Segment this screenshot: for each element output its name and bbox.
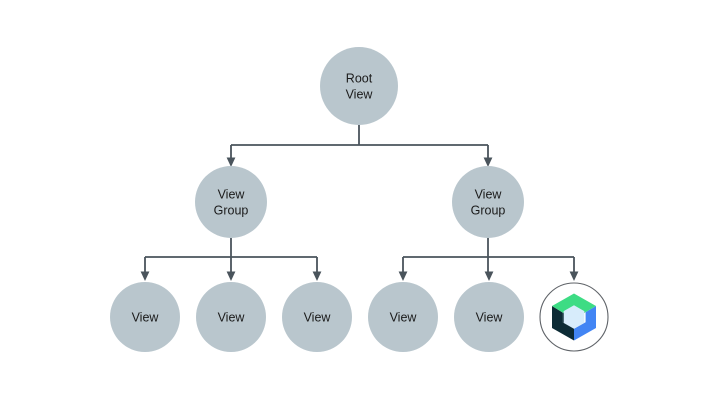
compose-right-face xyxy=(574,306,596,341)
arrowhead-to-view-leaf-5 xyxy=(484,271,494,281)
arrowhead-to-view-leaf-3 xyxy=(312,271,322,281)
node-view-leaf-5[interactable]: View xyxy=(454,282,524,352)
node-root-view[interactable]: Root View xyxy=(320,47,398,125)
view-group-left-label-line2: Group xyxy=(214,203,249,217)
arrowhead-to-compose-leaf xyxy=(569,271,579,281)
view-group-left-label-line1: View xyxy=(218,187,246,201)
root-view-circle[interactable] xyxy=(320,47,398,125)
edge-group-left-to-leaves xyxy=(140,238,322,281)
node-view-leaf-4[interactable]: View xyxy=(368,282,438,352)
jetpack-compose-logo-icon xyxy=(552,293,596,341)
arrowhead-to-view-leaf-2 xyxy=(226,271,236,281)
edge-group-right-to-leaves xyxy=(398,238,579,281)
root-view-label-line2: View xyxy=(346,87,374,101)
node-view-group-right[interactable]: View Group xyxy=(452,166,524,238)
root-view-label-line1: Root xyxy=(346,71,373,85)
compose-top-face xyxy=(552,293,596,313)
node-compose-leaf[interactable] xyxy=(539,282,609,352)
view-group-left-circle[interactable] xyxy=(195,166,267,238)
view-leaf-4-circle[interactable] xyxy=(368,282,438,352)
compose-left-face xyxy=(552,306,574,341)
edge-root-to-viewgroups-bus xyxy=(230,125,489,158)
view-leaf-2-label: View xyxy=(218,310,246,324)
node-view-leaf-2[interactable]: View xyxy=(196,282,266,352)
view-group-right-circle[interactable] xyxy=(452,166,524,238)
compose-inner-hexagon xyxy=(563,305,585,329)
edge-left-group-bus xyxy=(144,238,318,272)
arrowhead-to-view-group-right xyxy=(483,157,493,167)
node-view-leaf-1[interactable]: View xyxy=(110,282,180,352)
node-view-group-left[interactable]: View Group xyxy=(195,166,267,238)
view-leaf-1-label: View xyxy=(132,310,160,324)
view-group-right-label-line1: View xyxy=(475,187,503,201)
edge-right-group-bus xyxy=(402,238,575,272)
arrowhead-to-view-leaf-4 xyxy=(398,271,408,281)
view-group-right-label-line2: Group xyxy=(471,203,506,217)
view-leaf-4-label: View xyxy=(390,310,418,324)
view-leaf-1-circle[interactable] xyxy=(110,282,180,352)
view-leaf-2-circle[interactable] xyxy=(196,282,266,352)
node-view-leaf-3[interactable]: View xyxy=(282,282,352,352)
view-leaf-3-circle[interactable] xyxy=(282,282,352,352)
view-leaf-5-label: View xyxy=(476,310,504,324)
view-leaf-5-circle[interactable] xyxy=(454,282,524,352)
arrowhead-to-view-leaf-1 xyxy=(140,271,150,281)
view-leaf-3-label: View xyxy=(304,310,332,324)
arrowhead-to-view-group-left xyxy=(226,157,236,167)
edge-group-root-to-viewgroups xyxy=(226,125,493,167)
